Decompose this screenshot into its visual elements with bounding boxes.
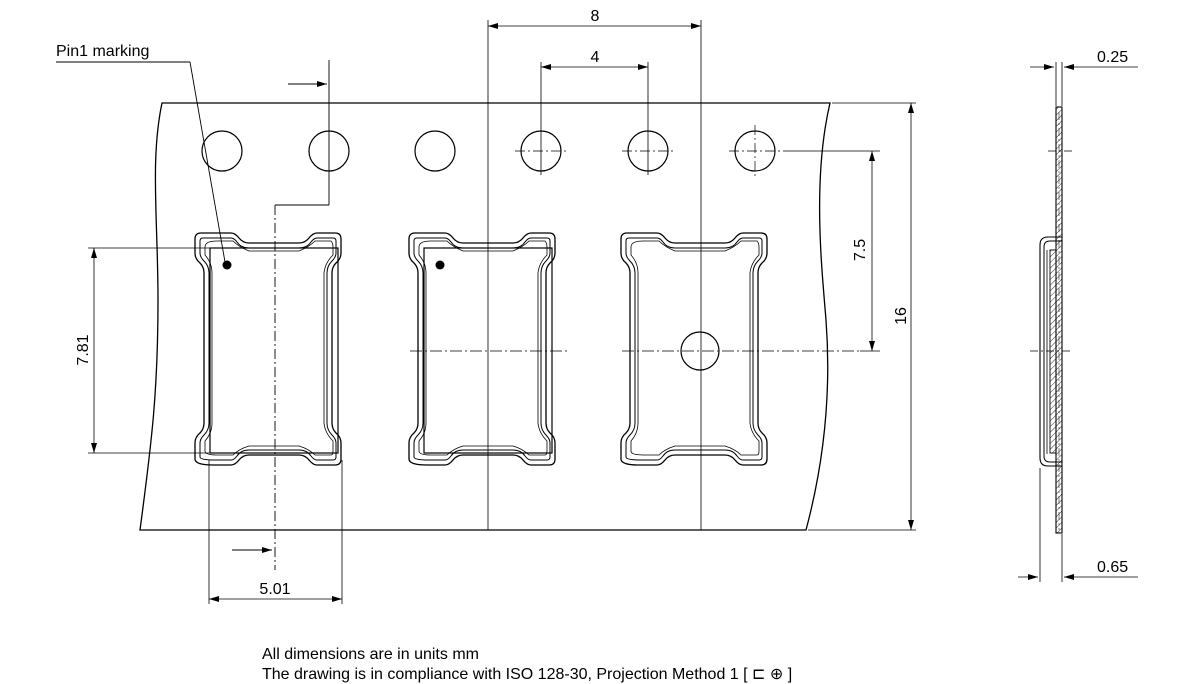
side-view-centerlines <box>1030 150 1072 352</box>
side-view <box>1039 106 1063 534</box>
pocket-1 <box>194 232 342 466</box>
carrier-tape <box>139 102 831 531</box>
pocket-3 <box>620 232 768 466</box>
units-note: All dimensions are in units mm <box>262 646 479 663</box>
component-body <box>209 247 339 454</box>
label-16: 16 <box>893 307 910 325</box>
pin1-dot <box>435 260 445 270</box>
section-line <box>232 60 330 570</box>
sprocket-holes <box>201 130 776 172</box>
label-7-81: 7.81 <box>75 334 92 365</box>
pin1-leader <box>56 61 226 263</box>
label-0-25: 0.25 <box>1097 49 1128 66</box>
dim-8 <box>487 20 702 530</box>
pin1-dot <box>222 260 232 270</box>
hole-centerlines <box>515 125 785 177</box>
label-0-65: 0.65 <box>1097 559 1128 576</box>
sprocket-hole <box>201 130 243 172</box>
label-7-5: 7.5 <box>852 239 869 261</box>
pin1-marking-label: Pin1 marking <box>56 43 149 60</box>
label-4: 4 <box>591 49 600 66</box>
sprocket-hole <box>414 130 456 172</box>
pocket-2 <box>408 232 556 466</box>
dim-5-01 <box>208 460 343 604</box>
dim-16 <box>808 102 916 531</box>
dim-0-65 <box>1018 468 1138 582</box>
dim-7-81 <box>88 247 210 454</box>
dim-4 <box>540 62 649 175</box>
dim-0-25 <box>1030 62 1138 106</box>
label-5-01: 5.01 <box>259 581 290 598</box>
compliance-note: The drawing is in compliance with ISO 12… <box>262 666 793 683</box>
label-8: 8 <box>591 8 600 25</box>
